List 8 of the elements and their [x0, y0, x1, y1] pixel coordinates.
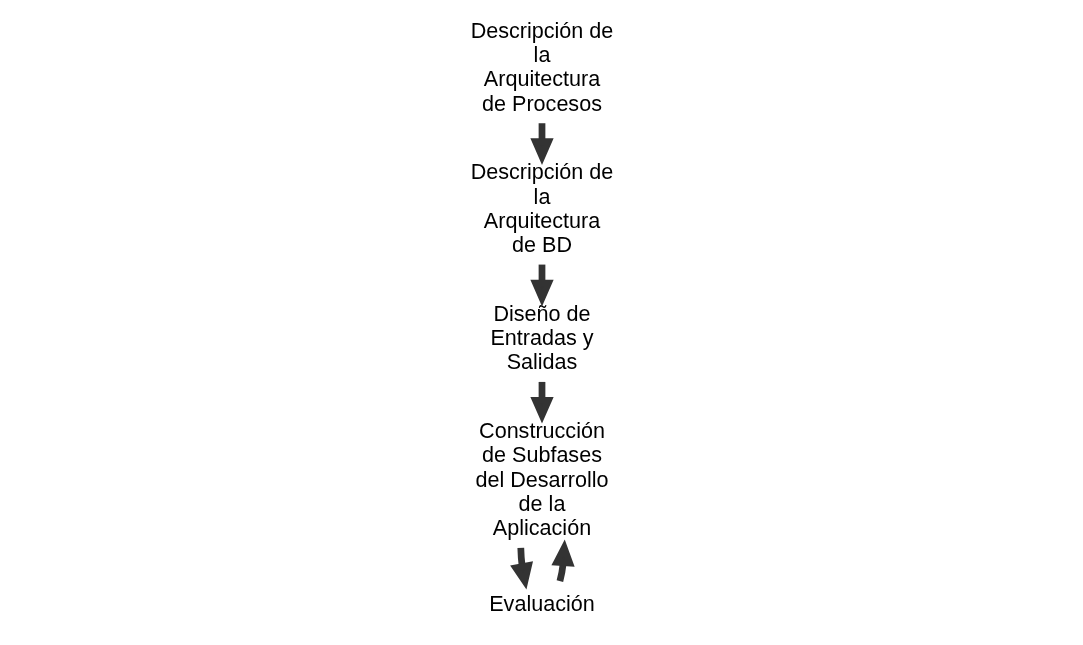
node-text: Descripción de la Arquitectura de BD: [470, 159, 613, 258]
arrow: [509, 547, 533, 590]
node-text: Evaluación: [488, 590, 595, 616]
arrow: [529, 264, 554, 307]
arrow: [550, 539, 575, 583]
node-text: Descripción de la Arquitectura de Procesos: [470, 17, 613, 116]
node-text: Diseño de Entradas y Salidas: [489, 300, 594, 375]
node-text: Construcción de Subfases del Desarrollo de la Aplicación: [474, 418, 609, 541]
